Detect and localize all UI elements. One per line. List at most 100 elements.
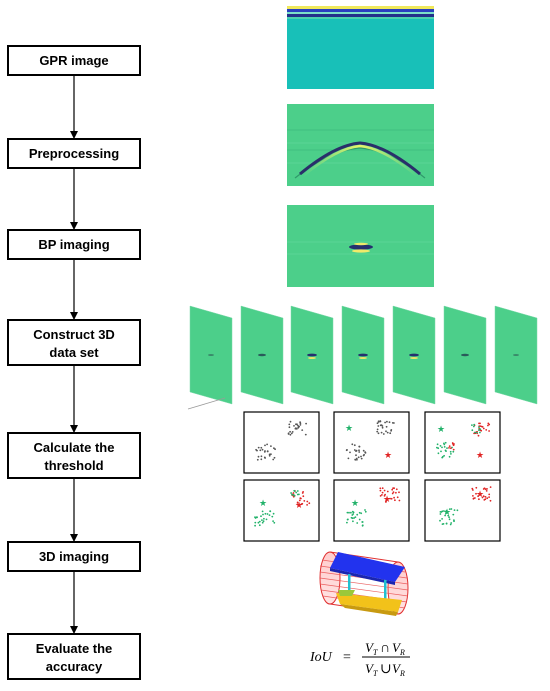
cluster-point [289, 433, 292, 436]
centroid-star: ★ [345, 424, 353, 434]
cluster-point [262, 513, 264, 516]
cluster-panel [424, 479, 501, 542]
cluster-point [266, 450, 269, 453]
cluster-point [450, 453, 452, 455]
step-label: GPR image [39, 53, 108, 68]
cluster-point [298, 499, 301, 502]
cluster-point [443, 454, 445, 457]
iou-formula: IoU = V T ∩ V R V T ∪ V R [309, 640, 410, 678]
cluster-point [452, 450, 455, 453]
cluster-point [381, 426, 384, 429]
cluster-point [306, 504, 308, 506]
cluster-point [473, 431, 476, 434]
cluster-point [452, 448, 455, 451]
yellow-body [336, 593, 402, 612]
cluster-point [483, 499, 486, 501]
cluster-point [484, 488, 487, 491]
cluster-point [361, 521, 364, 523]
formula-numerator-v1: V [365, 640, 375, 655]
centroid-star: ★ [351, 499, 359, 509]
cluster-point [481, 426, 484, 428]
cluster-point [488, 496, 490, 498]
cluster-point [358, 518, 361, 521]
cluster-point [346, 521, 348, 524]
cluster-point [383, 489, 386, 492]
cluster-point [300, 503, 303, 506]
centroid-star: ★ [437, 425, 445, 435]
axis-fragment [187, 397, 226, 410]
cluster-point [484, 496, 487, 498]
cluster-point [260, 515, 262, 518]
cluster-point [453, 509, 456, 511]
cluster-point [456, 509, 459, 512]
cluster-point [270, 453, 272, 456]
step-label-line-1: Construct 3D [33, 327, 115, 342]
cluster-point [364, 510, 367, 513]
cluster-point [441, 446, 443, 449]
cluster-point [479, 431, 481, 434]
cluster-point [294, 427, 297, 430]
formula-denominator-v2: V [392, 661, 402, 676]
cluster-point [390, 497, 393, 500]
cluster-point [384, 493, 386, 496]
cluster-point [348, 511, 350, 514]
cluster-point [349, 451, 351, 454]
cluster-point [357, 456, 360, 459]
3d-imaging-model [319, 551, 409, 616]
cluster-point [350, 511, 352, 514]
cluster-point [261, 510, 264, 513]
cluster-point [472, 497, 475, 500]
cluster-point [260, 455, 263, 458]
cluster-point [292, 492, 295, 494]
cluster-point [479, 428, 482, 431]
cluster-point [489, 486, 492, 488]
flow-step-calculate-threshold: Calculate the threshold [7, 432, 141, 479]
data-slice [392, 305, 436, 405]
cluster-point [360, 512, 363, 515]
cluster-point [471, 429, 474, 432]
cluster-point [266, 513, 269, 515]
cluster-point [360, 457, 363, 460]
cluster-point [441, 518, 443, 520]
cluster-point [293, 495, 296, 497]
cluster-point [301, 492, 304, 494]
cluster-point [356, 522, 359, 524]
cluster-point [364, 451, 367, 454]
cluster-point [436, 446, 438, 449]
cluster-point [254, 524, 256, 527]
cluster-point [394, 499, 396, 502]
cluster-point [447, 514, 450, 517]
cluster-point [450, 508, 453, 510]
cluster-point [296, 493, 299, 496]
cluster-point [268, 454, 271, 457]
cluster-point [395, 491, 397, 494]
cluster-point [488, 493, 491, 496]
cluster-point [377, 425, 380, 427]
cluster-point [477, 434, 480, 437]
cluster-point [346, 511, 349, 514]
cluster-point [487, 422, 490, 425]
cluster-point [295, 491, 298, 494]
cluster-point [448, 447, 450, 449]
cluster-point [358, 449, 360, 452]
data-slice [290, 305, 334, 405]
cluster-point [389, 497, 391, 500]
cluster-point [439, 513, 442, 515]
cluster-point [256, 458, 259, 461]
cluster-point [381, 491, 384, 494]
cluster-point [257, 521, 260, 524]
cluster-point [379, 420, 382, 422]
cluster-point [271, 515, 274, 518]
step-label-line-2: data set [49, 345, 99, 360]
cluster-point [391, 492, 394, 495]
cluster-point [263, 517, 265, 520]
cluster-point [288, 423, 291, 426]
cluster-point [301, 429, 304, 431]
flow-step-preprocessing: Preprocessing [7, 138, 141, 169]
cluster-point [376, 428, 379, 431]
cluster-point [439, 445, 442, 447]
cluster-point [437, 452, 440, 455]
formula-union: ∪ [380, 662, 392, 677]
cluster-point [354, 516, 357, 518]
cluster-point [351, 517, 354, 520]
